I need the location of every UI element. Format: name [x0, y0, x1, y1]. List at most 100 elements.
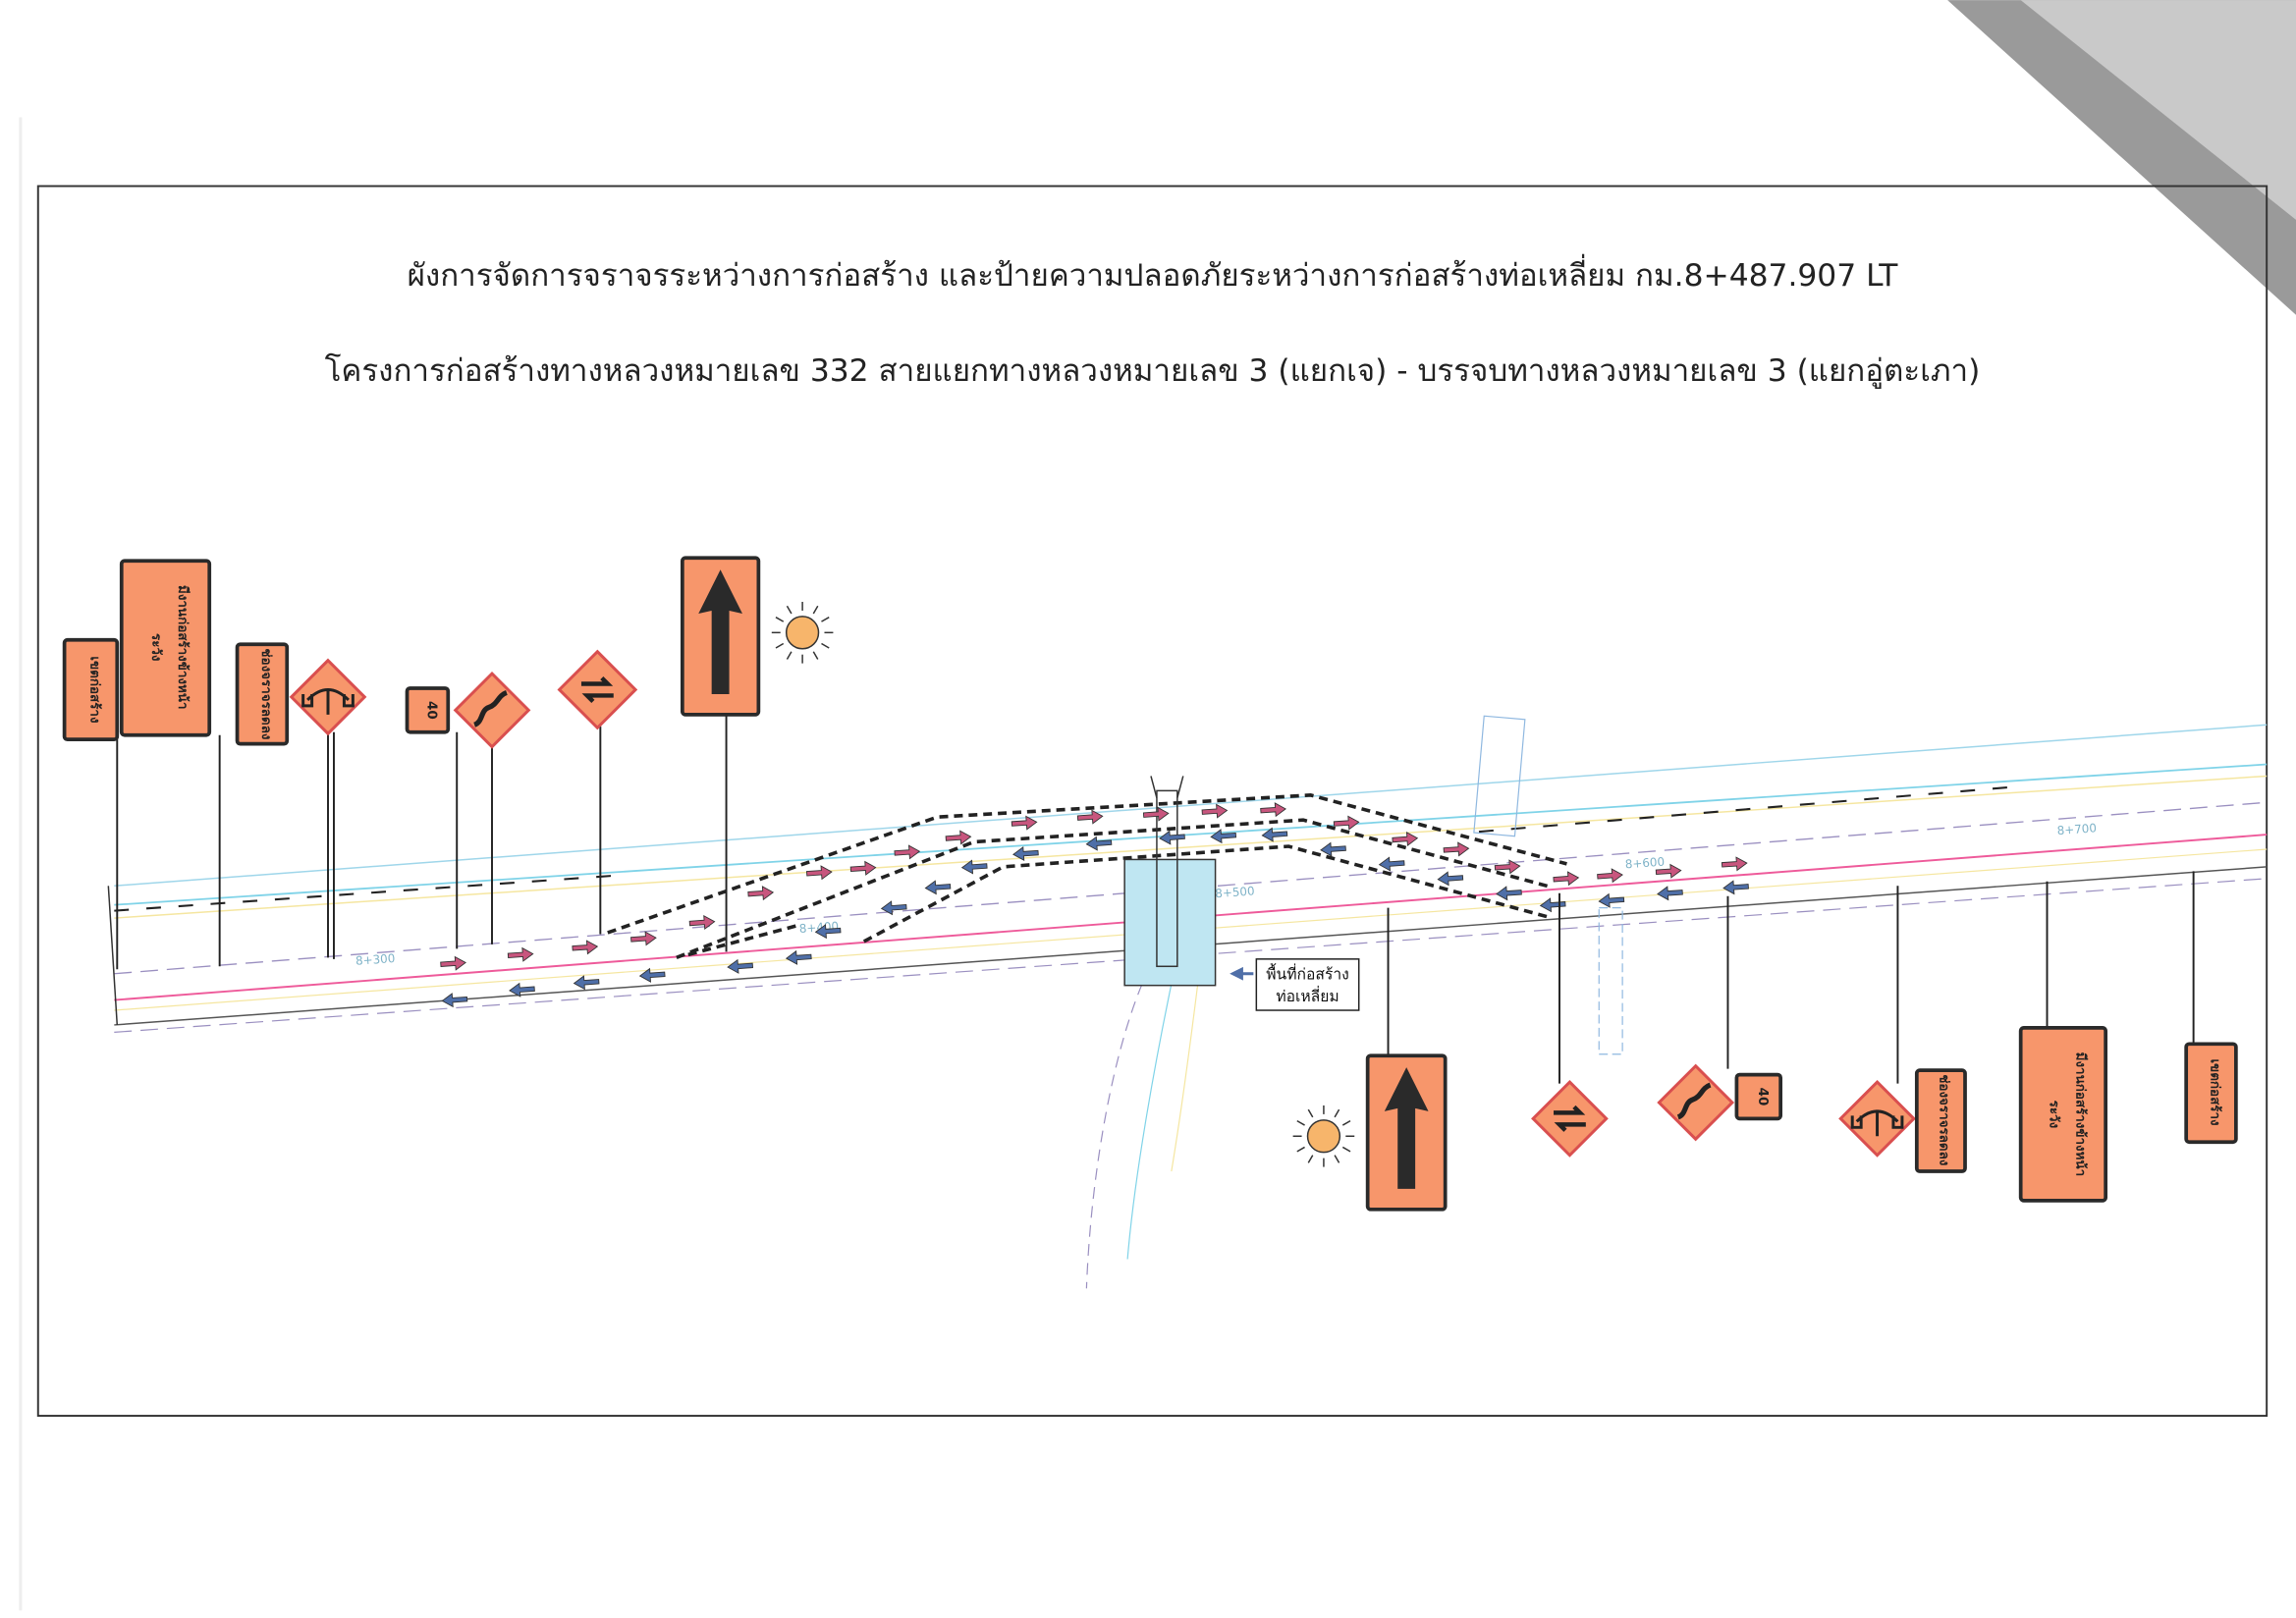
sign-text-speed-limit: 40: [1755, 1088, 1770, 1106]
arrow-right-icon: [1494, 859, 1521, 875]
arrow-left-icon: [727, 958, 754, 974]
arrow-right-icon: [1333, 815, 1360, 831]
arrow-left-icon: [441, 993, 468, 1008]
arrow-left-icon: [1159, 830, 1185, 845]
arrow-left-icon: [1437, 871, 1464, 887]
flashing-light-icon: [785, 616, 820, 650]
sign-text-caution: ระวัง: [148, 633, 163, 661]
drawing-frame: [36, 185, 2269, 1418]
sign-speed-limit-40: [405, 686, 451, 734]
sign-text-construction-ahead: มีงานก่อสร้างข้างหน้า: [2072, 1052, 2088, 1176]
sign-text-work-zone: เขตก่อสร้าง: [86, 656, 102, 723]
sign-work-zone: [62, 637, 120, 742]
light-ray: [786, 605, 793, 615]
box-culvert: [1150, 776, 1184, 968]
arrow-left-icon: [1657, 886, 1683, 901]
light-ray: [1341, 1146, 1351, 1153]
narrow-bridge-icon: [301, 687, 355, 715]
two-way-arrows-icon: [580, 675, 614, 703]
sign-text-lane-narrows: ช่องจราจรลดลง: [1937, 1074, 1951, 1165]
light-ray: [1341, 1119, 1351, 1126]
sign-construction-ahead: [2018, 1026, 2108, 1203]
arrow-right-icon: [440, 955, 466, 971]
arrow-left-icon: [1210, 829, 1237, 844]
sign-text-work-zone: เขตก่อสร้าง: [2208, 1058, 2223, 1125]
arrow-left-icon: [1722, 880, 1749, 895]
arrow-left-icon: [638, 967, 666, 983]
arrow-up-icon: [1384, 1067, 1429, 1189]
arrow-left-icon: [1539, 897, 1566, 913]
arrow-left-icon: [960, 859, 988, 875]
sign-construction-ahead: [119, 559, 212, 737]
reverse-curve-icon: [472, 689, 508, 728]
sign-text-lane-narrows: ช่องจราจรลดลง: [258, 648, 273, 739]
light-ray: [786, 651, 793, 660]
light-ray: [821, 617, 830, 622]
light-ray: [1334, 1108, 1340, 1118]
sign-two-way-traffic: [1531, 1079, 1609, 1158]
arrow-left-icon: [1085, 836, 1113, 851]
arrow-right-icon: [1553, 871, 1580, 887]
flashing-light-icon: [1306, 1119, 1341, 1154]
arrow-left-icon: [924, 880, 952, 895]
title-line-2: โครงการก่อสร้างทางหลวงหมายเลข 332 สายแยก…: [325, 352, 1981, 389]
work-area-label-box: [1255, 958, 1360, 1011]
light-ray: [1307, 1108, 1314, 1118]
arrow-up-icon: [698, 569, 742, 694]
sign-lane-narrows: [1914, 1068, 1967, 1173]
station-label: 8+600: [1624, 855, 1665, 872]
arrow-right-icon: [1260, 802, 1286, 818]
arrow-right-icon: [1655, 863, 1682, 879]
sign-text-construction-ahead: มีงานก่อสร้างข้างหน้า: [175, 585, 191, 709]
light-ray: [1296, 1146, 1305, 1153]
arrow-right-icon: [945, 830, 972, 845]
arrow-left-icon: [1320, 841, 1346, 857]
arrow-right-icon: [1721, 856, 1748, 872]
sign-work-zone: [2184, 1042, 2238, 1145]
station-label: 8+300: [355, 951, 396, 968]
arrow-right-icon: [1597, 868, 1623, 884]
reverse-curve-icon: [1676, 1082, 1712, 1120]
arrow-left-icon: [1598, 892, 1625, 908]
light-ray: [1307, 1155, 1314, 1163]
arrow-right-icon: [1392, 831, 1419, 847]
sign-lane-narrows: [235, 642, 290, 746]
traffic-signs: [62, 556, 2238, 1212]
work-area-label-line-2: ท่อเหลี่ยม: [1276, 985, 1339, 1005]
arrow-right-icon: [572, 940, 599, 955]
arrow-left-icon: [1261, 827, 1288, 842]
narrow-bridge-icon: [1850, 1109, 1904, 1137]
road: [107, 715, 2268, 1289]
traffic-direction-arrows: [440, 802, 1749, 1008]
arrow-left-icon: [573, 975, 600, 991]
title-line-1: ผังการจัดการจราจรระหว่างการก่อสร้าง และป…: [408, 253, 1899, 294]
light-ray: [775, 617, 785, 622]
arrow-left-icon: [1378, 856, 1405, 872]
work-area: [1123, 858, 1217, 987]
sign-two-way-traffic: [557, 649, 638, 730]
light-ray: [812, 605, 819, 615]
arrow-left-icon: [1012, 846, 1039, 862]
arrow-right-icon: [688, 914, 716, 930]
sign-speed-limit-40: [1734, 1072, 1783, 1121]
arrow-right-icon: [747, 886, 775, 901]
sign-reverse-curve: [453, 671, 531, 749]
arrow-right-icon: [1011, 815, 1038, 831]
sign-reverse-curve: [1657, 1063, 1735, 1142]
arrow-right-icon: [1443, 841, 1470, 857]
arrow-left-icon: [880, 900, 907, 916]
light-ray: [775, 642, 785, 649]
light-ray: [812, 651, 819, 660]
arrow-right-icon: [894, 844, 921, 860]
arrow-left-icon: [509, 982, 535, 998]
light-ray: [1296, 1119, 1305, 1126]
arrow-right-icon: [849, 860, 877, 876]
arrow-left-icon: [814, 924, 842, 940]
arrow-right-icon: [1201, 803, 1229, 819]
arrow-right-icon: [507, 946, 534, 962]
station-label: 8+700: [2056, 821, 2097, 837]
detour-barriers: [607, 793, 1567, 960]
sign-text-caution: ระวัง: [2047, 1101, 2061, 1128]
arrow-right-icon: [1142, 806, 1170, 822]
